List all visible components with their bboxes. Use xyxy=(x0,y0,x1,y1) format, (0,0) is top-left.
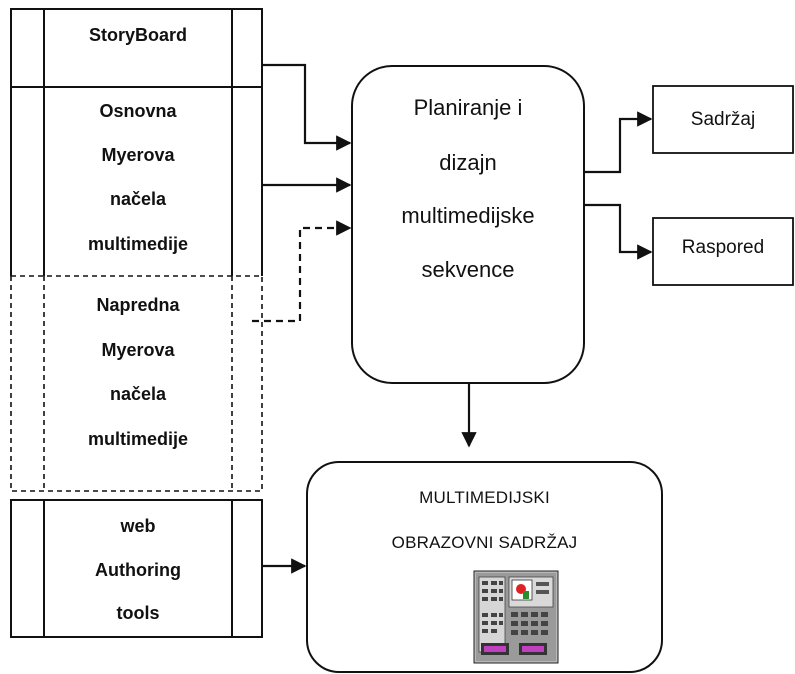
planning-line-3: multimedijske xyxy=(401,203,535,228)
content-label: Sadržaj xyxy=(690,109,756,130)
basic-principles-line-1: Osnovna xyxy=(99,101,177,121)
storyboard-label: StoryBoard xyxy=(88,25,187,45)
advanced-principles-line-1: Napredna xyxy=(96,295,180,315)
schedule-box xyxy=(652,217,794,286)
basic-principles-line-4: multimedije xyxy=(87,234,189,254)
control-panel-icon xyxy=(473,570,559,664)
web-tools-line-1: web xyxy=(120,516,156,536)
web-tools-line-3: tools xyxy=(116,603,160,623)
basic-principles-line-2: Myerova xyxy=(101,145,175,165)
schedule-label: Raspored xyxy=(681,237,765,258)
arrow-storyboard-to-planning xyxy=(262,63,352,151)
arrow-planning-to-content xyxy=(584,111,653,174)
planning-line-4: sekvence xyxy=(421,257,515,282)
web-tools-box xyxy=(10,499,263,638)
basic-principles-box xyxy=(10,87,263,276)
arrow-advanced-to-planning xyxy=(252,220,352,323)
web-tools-line-2: Authoring xyxy=(95,560,181,580)
result-box xyxy=(306,461,663,673)
storyboard-box xyxy=(10,8,263,88)
advanced-principles-line-2: Myerova xyxy=(101,340,175,360)
basic-principles-line-3: načela xyxy=(109,189,167,209)
advanced-principles-line-3: načela xyxy=(109,384,167,404)
result-line-1: MULTIMEDIJSKI xyxy=(419,488,550,507)
planning-line-1: Planiranje i xyxy=(413,95,523,120)
planning-line-2: dizajn xyxy=(439,150,497,175)
advanced-principles-line-4: multimedije xyxy=(87,429,189,449)
content-box xyxy=(652,85,794,154)
result-line-2: OBRAZOVNI SADRŽAJ xyxy=(391,533,578,552)
arrow-planning-to-schedule xyxy=(584,203,653,260)
